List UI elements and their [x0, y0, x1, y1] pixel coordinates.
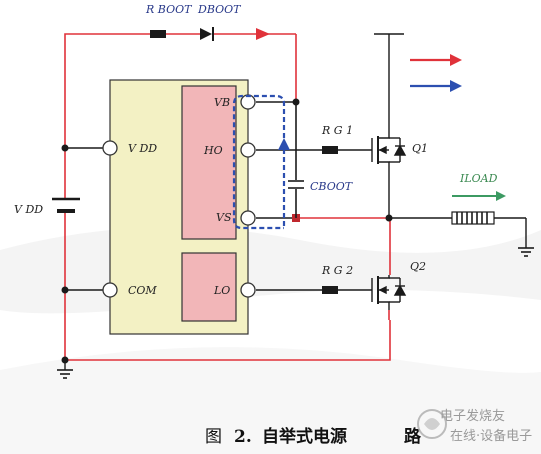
pin-com — [102, 282, 118, 298]
charge-flow-arrowhead — [256, 28, 270, 40]
capacitor-icon — [288, 102, 304, 218]
ic-pins — [102, 94, 256, 298]
com-pin-label: COM — [128, 284, 157, 297]
rg1-label: R G 1 — [321, 124, 353, 137]
vs-pin-label: VS — [216, 211, 232, 224]
legend-charge-arrow — [410, 54, 462, 66]
pin-ho — [240, 142, 256, 158]
pin-vs — [240, 210, 256, 226]
pin-vdd — [102, 140, 118, 156]
lo-pin-label: LO — [213, 284, 230, 297]
mosfet-icon — [371, 132, 407, 168]
resistor-icon — [322, 146, 338, 154]
q1-label: Q1 — [412, 142, 428, 155]
diode-icon — [200, 27, 214, 41]
vb-pin-label: VB — [214, 96, 230, 109]
dboot-label: DBOOT — [197, 3, 242, 16]
discharge-loop — [232, 94, 286, 230]
resistor-icon — [150, 30, 166, 38]
vdd-pin-label: V DD — [128, 142, 157, 155]
cboot-label: CBOOT — [310, 180, 354, 193]
ho-pin-label: HO — [203, 144, 223, 157]
figure-caption-prefix: 图 — [205, 427, 222, 447]
rg2-label: R G 2 — [321, 264, 353, 277]
vdd-source-label: V DD — [14, 203, 43, 216]
charge-path-wires — [64, 33, 391, 361]
background-swoosh — [0, 227, 541, 314]
q2-label: Q2 — [410, 260, 426, 273]
legend-discharge-arrow — [410, 80, 462, 92]
inductor-icon — [451, 211, 495, 225]
pin-lo — [240, 282, 256, 298]
figure-caption-number: 2. — [234, 427, 252, 447]
watermark-logo — [417, 409, 447, 439]
rboot-label: R BOOT — [145, 3, 193, 16]
resistor-icon — [322, 286, 338, 294]
iload-label: ILOAD — [459, 172, 498, 185]
load-current-arrow — [452, 191, 506, 201]
background-swoosh-2 — [0, 347, 541, 454]
watermark-subtext: 在线·设备电子 — [450, 428, 532, 444]
high-side-driver-block — [181, 85, 237, 240]
watermark-text: 电子发烧友 — [440, 408, 505, 424]
mosfet-icon — [371, 275, 407, 310]
ground-icon — [57, 369, 73, 379]
ground-icon — [518, 247, 534, 257]
low-side-driver-block — [181, 252, 237, 322]
figure-caption-text: 自举式电源 — [262, 426, 347, 447]
discharge-flow-arrowhead — [278, 138, 290, 150]
figure-caption-tail: 路 — [404, 426, 422, 447]
battery-icon — [52, 197, 80, 213]
